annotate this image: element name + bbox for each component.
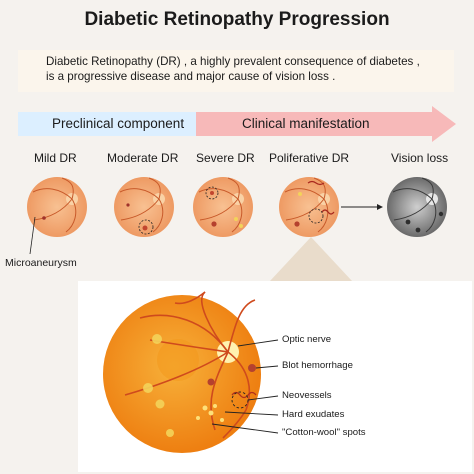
stage-label-proliferative: Poliferative DR (269, 151, 350, 165)
description-line-1: Diabetic Retinopathy (DR) , a highly pre… (46, 55, 420, 68)
callout-neovessels: Neovessels (282, 390, 332, 401)
callout-leaders (211, 339, 279, 434)
preclinical-band (18, 112, 196, 136)
retina-vision-loss (387, 177, 447, 237)
phase-preclinical-label: Preclinical component (52, 116, 185, 131)
callout-blot-hemorrhage: Blot hemorrhage (282, 360, 353, 371)
retina-moderate (114, 177, 174, 237)
stage-label-moderate: Moderate DR (107, 151, 179, 165)
callout-cotton-wool-spots: "Cotton-wool" spots (282, 427, 366, 438)
clinical-band-arrow (196, 106, 456, 142)
microaneurysm-label: Microaneurysm (5, 257, 77, 269)
stage-label-vision-loss: Vision loss (391, 151, 449, 165)
zoom-wedge (270, 237, 352, 281)
stage-label-severe: Severe DR (196, 151, 255, 165)
retina-severe (193, 177, 253, 237)
retina-proliferative (279, 177, 339, 237)
page-title: Diabetic Retinopathy Progression (84, 9, 390, 30)
callout-hard-exudates: Hard exudates (282, 409, 345, 420)
callout-optic-nerve: Optic nerve (282, 334, 332, 345)
retina-mild (27, 177, 87, 237)
stage-label-mild: Mild DR (34, 151, 77, 165)
microaneurysm-leader (29, 216, 36, 255)
retina-large (103, 291, 261, 453)
phase-clinical-label: Clinical manifestation (242, 116, 370, 131)
description-box: Diabetic Retinopathy (DR) , a highly pre… (18, 50, 454, 92)
description-line-2: is a progressive disease and major cause… (46, 70, 336, 83)
